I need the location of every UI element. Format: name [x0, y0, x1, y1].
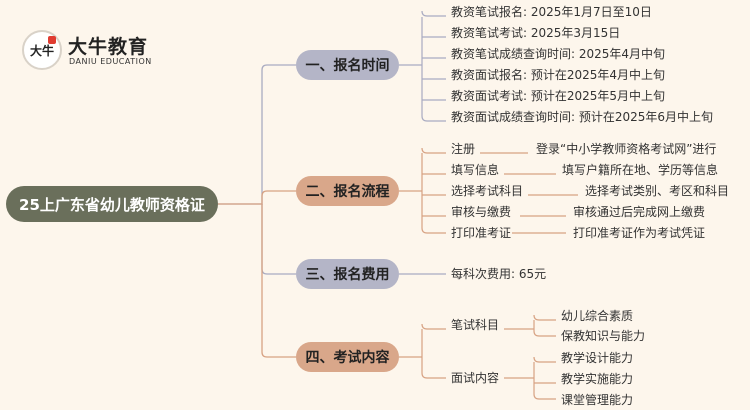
leaf-item: 教资笔试成绩查询时间: 2025年4月中旬: [451, 47, 666, 61]
connector-root-b2: [218, 190, 296, 205]
branch-registration-time: 一、报名时间: [296, 50, 399, 80]
logo-mark-text: 大牛: [29, 43, 54, 58]
exam-subject: 教学实施能力: [561, 372, 634, 386]
branch-exam-content: 四、考试内容: [296, 342, 399, 372]
connector-root-b1: [218, 64, 296, 205]
process-step-name: 填写信息: [451, 163, 500, 177]
root-topic: 25上广东省幼儿教师资格证: [6, 186, 218, 222]
process-step-name: 打印准考证: [451, 226, 512, 240]
process-step-detail: 填写户籍所在地、学历等信息: [562, 163, 719, 177]
branch-registration-process: 二、报名流程: [296, 176, 399, 206]
exam-subject: 幼儿综合素质: [561, 309, 634, 323]
process-step-detail: 登录“中小学教师资格考试网”进行: [536, 142, 717, 156]
process-step-name: 注册: [451, 142, 476, 156]
leaf-item: 教资面试考试: 预计在2025年5月中上旬: [451, 89, 666, 103]
exam-subject: 课堂管理能力: [561, 393, 634, 407]
logo-seal: [48, 36, 56, 44]
process-step-detail: 打印准考证作为考试凭证: [573, 226, 706, 240]
brand-logo: 大牛 大牛教育 DANIU EDUCATION: [22, 28, 172, 74]
leaf-item: 教资笔试报名: 2025年1月7日至10日: [451, 5, 652, 19]
process-step-detail: 审核通过后完成网上缴费: [573, 205, 706, 219]
leaf-item: 教资笔试考试: 2025年3月15日: [451, 26, 621, 40]
process-step-detail: 选择考试类别、考区和科目: [585, 184, 730, 198]
logo-name: 大牛教育: [68, 36, 149, 58]
leaf-item: 教资面试报名: 预计在2025年4月中上旬: [451, 68, 666, 82]
connector-root-b4: [261, 204, 296, 358]
logo-subtitle: DANIU EDUCATION: [69, 57, 152, 66]
exam-subject: 保教知识与能力: [561, 329, 646, 343]
exam-group-interview: 面试内容: [451, 371, 500, 385]
process-step-name: 选择考试科目: [451, 184, 524, 198]
process-step-name: 审核与缴费: [451, 205, 512, 219]
fee-item: 每科次费用: 65元: [451, 267, 547, 281]
branch-registration-fee: 三、报名费用: [296, 259, 399, 289]
logo-mark: 大牛: [22, 30, 62, 70]
exam-group-written: 笔试科目: [451, 318, 500, 332]
exam-subject: 教学设计能力: [561, 351, 634, 365]
connector-root-b3: [261, 204, 296, 275]
leaf-item: 教资面试成绩查询时间: 预计在2025年6月中上旬: [451, 110, 714, 124]
